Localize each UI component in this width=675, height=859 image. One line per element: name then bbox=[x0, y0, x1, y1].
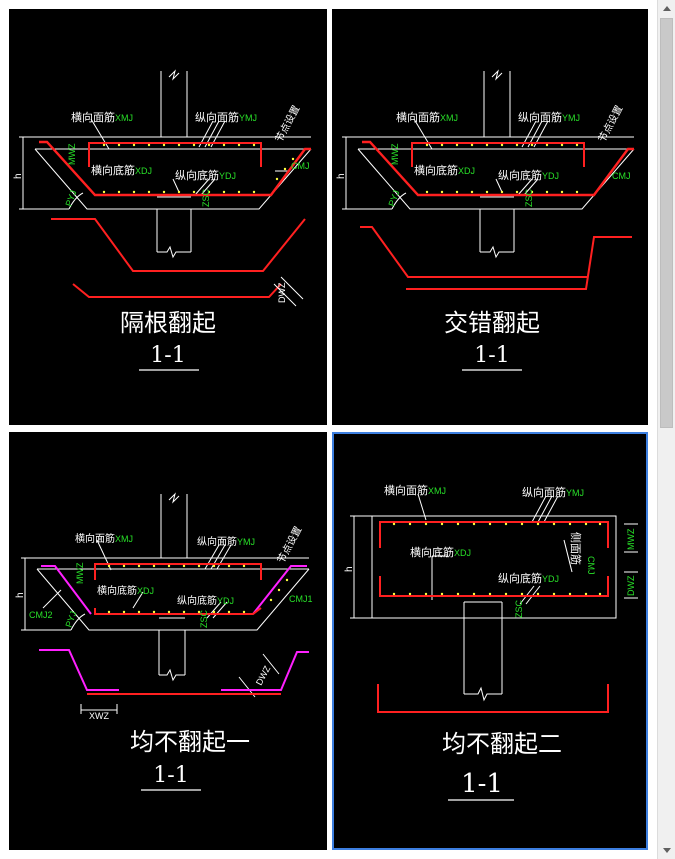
rebar-dots bbox=[102, 143, 295, 194]
scroll-down-button[interactable] bbox=[658, 842, 675, 859]
svg-text:CMJ: CMJ bbox=[612, 171, 631, 181]
svg-text:PYJ: PYJ bbox=[63, 610, 78, 629]
svg-text:PYJ: PYJ bbox=[63, 189, 78, 208]
diagram-jun-bu-fanqi-1: 横向面筋XMJ 纵向面筋YMJ 横向底筋XDJ 纵向底筋YDJ CMJ1 CMJ… bbox=[15, 492, 313, 791]
section-label: 1-1 bbox=[150, 343, 185, 368]
diagram-jun-bu-fanqi-2: 横向面筋XMJ 纵向面筋YMJ 横向底筋XDJ 纵向底筋YDJ 侧面筋 CMJ … bbox=[344, 483, 638, 801]
svg-text:MWZ: MWZ bbox=[75, 562, 85, 584]
section-label: 1-1 bbox=[461, 769, 503, 799]
panel-title: 均不翻起二 bbox=[442, 730, 562, 758]
panel-jiaocuo-fanqi[interactable]: 横向面筋XMJ 纵向面筋YMJ 横向底筋XDJ 纵向底筋YDJ CMJ 节点设置… bbox=[332, 9, 648, 425]
panel-jun-bu-fanqi-1[interactable]: 横向面筋XMJ 纵向面筋YMJ 横向底筋XDJ 纵向底筋YDJ CMJ1 CMJ… bbox=[9, 432, 327, 850]
svg-text:ZSC: ZSC bbox=[199, 609, 209, 628]
svg-text:横向底筋XDJ: 横向底筋XDJ bbox=[97, 584, 154, 597]
vertical-scrollbar[interactable] bbox=[657, 0, 675, 859]
svg-text:纵向面筋YMJ: 纵向面筋YMJ bbox=[518, 110, 580, 124]
panel-title: 均不翻起一 bbox=[130, 728, 250, 756]
svg-text:MWZ: MWZ bbox=[390, 143, 400, 165]
svg-text:CMJ: CMJ bbox=[291, 161, 310, 171]
svg-text:ZSC: ZSC bbox=[201, 188, 211, 207]
panel-geng-fanqi[interactable]: 横向面筋XMJ 纵向面筋YMJ 横向底筋XDJ 纵向底筋YDJ CMJ 节点设置… bbox=[9, 9, 327, 425]
arrow-down-icon bbox=[663, 848, 671, 853]
svg-text:ZSC: ZSC bbox=[524, 188, 534, 207]
svg-text:h: h bbox=[336, 173, 347, 179]
svg-text:h: h bbox=[13, 173, 24, 179]
panel-title: 隔根翻起 bbox=[120, 309, 216, 337]
scroll-thumb[interactable] bbox=[660, 18, 673, 428]
svg-text:CMJ1: CMJ1 bbox=[289, 594, 313, 604]
section-label: 1-1 bbox=[474, 343, 509, 368]
svg-text:纵向底筋YDJ: 纵向底筋YDJ bbox=[175, 168, 236, 182]
svg-text:节点设置: 节点设置 bbox=[273, 103, 302, 144]
svg-text:DWZ: DWZ bbox=[254, 664, 273, 687]
svg-text:横向面筋XMJ: 横向面筋XMJ bbox=[71, 110, 133, 124]
svg-text:PYJ: PYJ bbox=[386, 189, 401, 208]
svg-text:纵向底筋YDJ: 纵向底筋YDJ bbox=[498, 168, 559, 182]
svg-text:横向面筋XMJ: 横向面筋XMJ bbox=[384, 483, 446, 497]
scroll-up-button[interactable] bbox=[658, 0, 675, 17]
svg-text:节点设置: 节点设置 bbox=[275, 524, 304, 565]
svg-text:DWZ: DWZ bbox=[277, 282, 287, 303]
svg-text:MWZ: MWZ bbox=[67, 143, 77, 165]
svg-text:横向底筋XDJ: 横向底筋XDJ bbox=[410, 545, 471, 559]
svg-text:横向面筋XMJ: 横向面筋XMJ bbox=[75, 532, 133, 545]
svg-text:纵向底筋YDJ: 纵向底筋YDJ bbox=[177, 594, 234, 607]
svg-text:纵向底筋YDJ: 纵向底筋YDJ bbox=[498, 571, 559, 585]
svg-text:MWZ: MWZ bbox=[626, 528, 636, 550]
svg-text:纵向面筋YMJ: 纵向面筋YMJ bbox=[197, 535, 255, 548]
svg-text:CMJ: CMJ bbox=[586, 556, 596, 575]
svg-text:XWZ: XWZ bbox=[89, 711, 109, 721]
panel-jun-bu-fanqi-2[interactable]: 横向面筋XMJ 纵向面筋YMJ 横向底筋XDJ 纵向底筋YDJ 侧面筋 CMJ … bbox=[332, 432, 648, 850]
section-label: 1-1 bbox=[153, 763, 188, 788]
diagram-jiaocuo-fanqi: 横向面筋XMJ 纵向面筋YMJ 横向底筋XDJ 纵向底筋YDJ CMJ 节点设置… bbox=[336, 69, 635, 371]
diagram-geng-fanqi: 横向面筋XMJ 纵向面筋YMJ 横向底筋XDJ 纵向底筋YDJ CMJ 节点设置… bbox=[13, 69, 312, 371]
svg-text:横向面筋XMJ: 横向面筋XMJ bbox=[396, 110, 458, 124]
svg-text:DWZ: DWZ bbox=[626, 575, 636, 596]
arrow-up-icon bbox=[663, 6, 671, 11]
panel-title: 交错翻起 bbox=[444, 309, 540, 337]
svg-text:纵向面筋YMJ: 纵向面筋YMJ bbox=[195, 110, 257, 124]
svg-text:横向底筋XDJ: 横向底筋XDJ bbox=[414, 163, 475, 177]
svg-text:横向底筋XDJ: 横向底筋XDJ bbox=[91, 163, 152, 177]
svg-text:节点设置: 节点设置 bbox=[596, 103, 625, 144]
svg-text:ZSC: ZSC bbox=[514, 599, 524, 618]
svg-text:h: h bbox=[344, 566, 355, 572]
svg-text:侧面筋: 侧面筋 bbox=[569, 532, 583, 565]
svg-text:纵向面筋YMJ: 纵向面筋YMJ bbox=[522, 485, 584, 499]
svg-text:h: h bbox=[15, 592, 26, 598]
svg-text:CMJ2: CMJ2 bbox=[29, 610, 53, 620]
